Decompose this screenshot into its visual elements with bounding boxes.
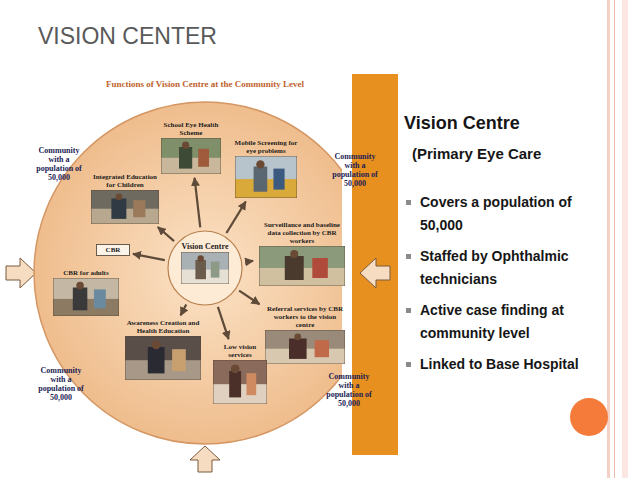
- activity-box: Mobile Screening for eye problems: [232, 138, 300, 199]
- activity-caption: CBR: [99, 246, 127, 254]
- photo: [235, 156, 297, 198]
- bullet-text: Staffed by Ophthalmic technicians: [420, 245, 594, 291]
- cbr-box: CBR: [96, 244, 130, 256]
- bullet: [406, 308, 411, 313]
- activity-caption: CBR for adults: [52, 269, 120, 277]
- activity-caption: Surveillance and baseline data collectio…: [258, 221, 346, 245]
- bullet: [406, 200, 411, 205]
- outward-arrow: [226, 202, 245, 233]
- activity-box: Surveillance and baseline data collectio…: [256, 220, 348, 287]
- community-label: Community with a population of 50,000: [36, 366, 86, 402]
- inward-arrow: [6, 258, 36, 288]
- activity-box: Awareness Creation and Health Education: [122, 318, 204, 381]
- photo: [125, 336, 201, 380]
- photo: [161, 138, 221, 174]
- community-label: Community with a population of 50,000: [34, 146, 84, 182]
- photo: [265, 330, 345, 364]
- activity-caption: Low vision services: [212, 343, 268, 359]
- edge-stripe: [607, 0, 610, 478]
- figure-title: Functions of Vision Centre at the Commun…: [0, 79, 417, 90]
- activity-box: CBR for adults: [50, 268, 122, 317]
- bullet-text: Covers a population of 50,000: [420, 191, 594, 237]
- bullet-text: Linked to Base Hospital: [420, 353, 594, 376]
- edge-stripe: [622, 0, 628, 478]
- outward-arrow: [133, 254, 165, 260]
- photo: [53, 278, 119, 316]
- outward-arrow: [218, 307, 229, 339]
- photo: [259, 246, 345, 286]
- bullet: [406, 362, 411, 367]
- activity-box: School Eye Health Scheme: [158, 120, 224, 175]
- outward-arrow: [239, 291, 259, 305]
- inward-arrow: [360, 258, 390, 288]
- activity-box: Referral services by CBR workers to the …: [262, 304, 348, 365]
- activity-caption: Mobile Screening for eye problems: [234, 139, 298, 155]
- activity-caption: Referral services by CBR workers to the …: [264, 305, 346, 329]
- activity-caption: School Eye Health Scheme: [160, 121, 222, 137]
- function-circle: Functions of Vision Centre at the Commun…: [33, 101, 377, 445]
- centre-label: Vision Centre: [167, 242, 243, 251]
- photo: [181, 252, 229, 284]
- activity-box: Low vision services: [210, 342, 270, 405]
- panel-heading: Vision Centre: [404, 112, 594, 134]
- edge-stripe: [614, 0, 615, 478]
- panel-subheading: (Primary Eye Care: [412, 144, 594, 163]
- activity-box: Integrated Education for Children: [88, 172, 162, 225]
- photo: [213, 360, 267, 404]
- outward-arrow: [246, 261, 253, 262]
- outward-arrow: [158, 227, 174, 241]
- bullet: [406, 254, 411, 259]
- vision-centre-circle: Vision Centre: [167, 230, 243, 306]
- orange-dot: [570, 398, 608, 436]
- slide-title: VISION CENTER: [38, 22, 217, 50]
- bullet-text: Active case finding at community level: [420, 299, 594, 345]
- community-label: Community with a population of 50,000: [324, 372, 374, 408]
- activity-caption: Awareness Creation and Health Education: [124, 319, 202, 335]
- outward-arrow: [181, 304, 187, 315]
- community-label: Community with a population of 50,000: [330, 152, 380, 188]
- outward-arrow: [195, 178, 201, 227]
- photo: [91, 190, 159, 224]
- inward-arrow: [190, 446, 220, 472]
- activity-caption: Integrated Education for Children: [90, 173, 160, 189]
